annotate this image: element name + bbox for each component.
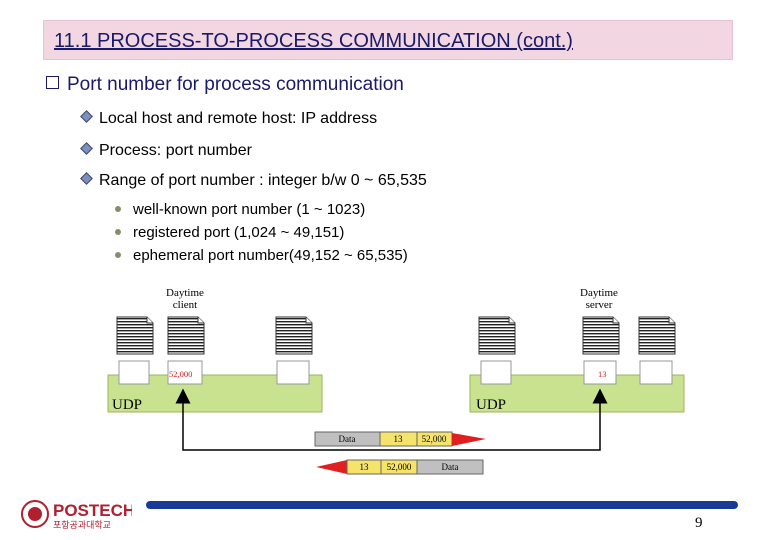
packet-top-dst-label: 13 [394, 434, 404, 444]
connection-arrow [175, 388, 608, 451]
packet-top-src-label: 52,000 [422, 434, 447, 444]
client-port-slot [167, 360, 203, 385]
client-port-label: 52,000 [169, 369, 192, 379]
dot-bullet-icon [115, 229, 121, 235]
process-document-icon [638, 316, 676, 355]
range-item: registered port (1,024 ~ 49,151) [115, 224, 344, 241]
logo-subtext: 포항공과대학교 [53, 520, 111, 531]
dot-bullet-icon [115, 252, 121, 258]
packet-bottom-data-label: Data [442, 462, 459, 472]
main-bullet-text: Port number for process communication [67, 74, 404, 95]
logo-text: POSTECH [53, 501, 132, 520]
range-item-text: registered port (1,024 ~ 49,151) [133, 224, 345, 241]
server-label-line1: Daytime [580, 287, 618, 299]
packet-bottom-dst-label: 13 [360, 462, 370, 472]
footer-bar [146, 501, 738, 509]
page-title: 11.1 PROCESS-TO-PROCESS COMMUNICATION (c… [54, 30, 573, 52]
sub-bullet-text: Range of port number : integer b/w 0 ~ 6… [99, 172, 427, 189]
server-label-line2: server [586, 299, 613, 311]
dot-bullet-icon [115, 206, 121, 212]
postech-logo: POSTECH 포항공과대학교 [20, 496, 135, 534]
title-bar: 11.1 PROCESS-TO-PROCESS COMMUNICATION (c… [43, 20, 733, 60]
udp-label-left: UDP [112, 397, 142, 413]
sub-bullet-text: Local host and remote host: IP address [99, 110, 378, 127]
process-document-icon [275, 316, 313, 355]
port-slot [480, 360, 512, 385]
port-slot [639, 360, 673, 385]
sub-bullet-text: Process: port number [99, 142, 252, 159]
sub-bullet: Process: port number [80, 142, 252, 160]
range-item-text: well-known port number (1 ~ 1023) [133, 201, 366, 218]
range-item: ephemeral port number(49,152 ~ 65,535) [115, 247, 408, 264]
udp-label-right: UDP [476, 397, 506, 413]
square-bullet-icon [46, 76, 59, 89]
process-document-icon [478, 316, 516, 355]
packet-bottom-data [416, 459, 484, 475]
process-document-icon [116, 316, 154, 355]
process-document-icon [582, 316, 620, 355]
port-slot [276, 360, 310, 385]
server-port-label: 13 [598, 369, 607, 379]
range-item-text: ephemeral port number(49,152 ~ 65,535) [133, 247, 408, 264]
sub-bullet: Range of port number : integer b/w 0 ~ 6… [80, 172, 427, 190]
port-slot [118, 360, 150, 385]
client-label-line2: client [173, 299, 197, 311]
red-arrow-left-icon [316, 460, 347, 474]
range-item: well-known port number (1 ~ 1023) [115, 201, 365, 218]
server-port-slot [583, 360, 617, 385]
sub-bullet: Local host and remote host: IP address [80, 110, 378, 128]
packet-top-data-label: Data [339, 434, 356, 444]
process-document-icon [167, 316, 205, 355]
packet-bottom-src-label: 52,000 [387, 462, 412, 472]
red-arrow-right-icon [452, 433, 486, 446]
client-label-line1: Daytime [166, 287, 204, 299]
main-bullet: Port number for process communication [46, 74, 404, 96]
page-number: 9 [695, 515, 703, 531]
